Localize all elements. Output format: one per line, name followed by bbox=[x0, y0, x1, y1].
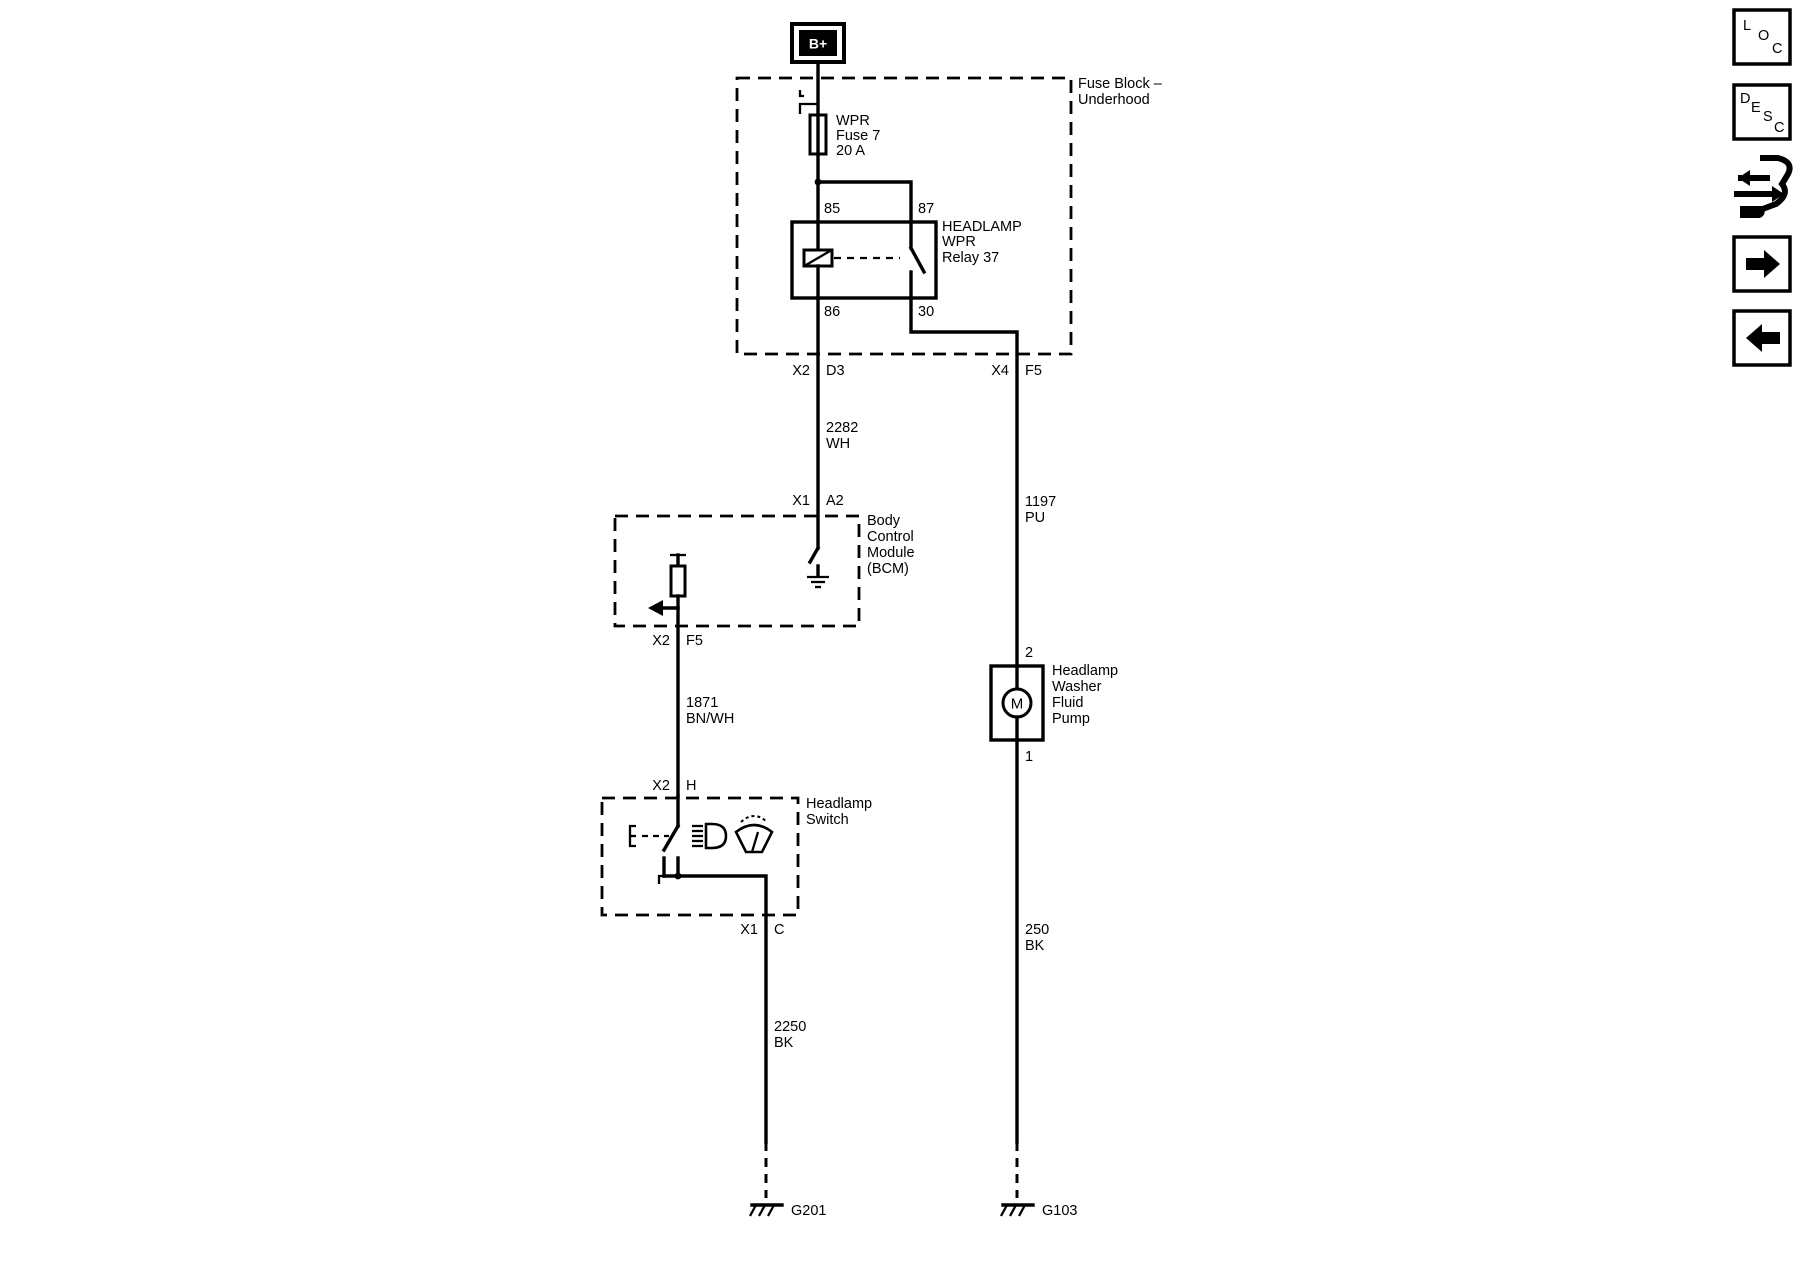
fuse-block-title-2: Underhood bbox=[1078, 92, 1150, 108]
wire-1871-circuit: 1871 bbox=[686, 695, 718, 711]
svg-text:E: E bbox=[1751, 100, 1761, 116]
wire-250-circuit: 250 bbox=[1025, 922, 1049, 938]
switch-conn-x2: X2 bbox=[652, 778, 670, 794]
switch-conn-x1: X1 bbox=[740, 922, 758, 938]
relay-pin-30: 30 bbox=[918, 304, 934, 320]
bcm-label-2: Control bbox=[867, 529, 914, 545]
next-page-button[interactable] bbox=[1732, 235, 1792, 293]
switch-pin-h: H bbox=[686, 778, 696, 794]
svg-text:C: C bbox=[1772, 41, 1782, 57]
headlamp-beam-icon bbox=[692, 822, 728, 850]
svg-text:L: L bbox=[1743, 18, 1751, 34]
fuse-block-pin-d3: D3 bbox=[826, 363, 845, 379]
connector-tool-button[interactable] bbox=[1734, 155, 1793, 218]
wire-2282-color: WH bbox=[826, 436, 850, 452]
svg-text:C: C bbox=[1774, 120, 1784, 136]
loc-button[interactable]: L O C bbox=[1732, 8, 1792, 66]
pump-label-4: Pump bbox=[1052, 711, 1090, 727]
relay-label-3: Relay 37 bbox=[942, 250, 999, 266]
fuse-block-boundary bbox=[735, 76, 1073, 356]
power-source-label: B+ bbox=[809, 36, 827, 52]
chassis-ground-g103-icon bbox=[999, 1203, 1035, 1217]
bcm-boundary bbox=[613, 514, 861, 628]
chassis-ground-g201-icon bbox=[748, 1203, 784, 1217]
partial-connector-tick-icon bbox=[798, 90, 804, 98]
switch-blade-icon bbox=[661, 823, 681, 853]
pump-pin-2: 2 bbox=[1025, 645, 1033, 661]
wire-relay30-to-pump bbox=[909, 296, 1019, 672]
relay-label-1: HEADLAMP bbox=[942, 219, 1022, 235]
relay-pin-86: 86 bbox=[824, 304, 840, 320]
wire-to-relay87 bbox=[816, 180, 913, 224]
svg-text:D: D bbox=[1740, 91, 1750, 107]
fuse-block-conn-x2: X2 bbox=[792, 363, 810, 379]
bcm-pin-a2: A2 bbox=[826, 493, 844, 509]
relay-coil-diagonal bbox=[805, 250, 831, 266]
wire-1197-color: PU bbox=[1025, 510, 1045, 526]
bcm-label-3: Module bbox=[867, 545, 915, 561]
bcm-input-arrow-icon bbox=[648, 600, 663, 616]
fuse-label-3: 20 A bbox=[836, 143, 865, 159]
switch-pin-c: C bbox=[774, 922, 784, 938]
fuse-label-2: Fuse 7 bbox=[836, 128, 880, 144]
battery-positive-source: B+ bbox=[790, 22, 846, 64]
relay-label-2: WPR bbox=[942, 234, 976, 250]
bcm-pullup-resistor-icon bbox=[669, 564, 687, 598]
svg-text:O: O bbox=[1758, 28, 1769, 44]
next-arrow-icon[interactable] bbox=[1746, 250, 1780, 278]
bcm-pin-f5: F5 bbox=[686, 633, 703, 649]
relay-pin-87: 87 bbox=[918, 201, 934, 217]
fuse-label-1: WPR bbox=[836, 113, 870, 129]
desc-icon[interactable]: D E S C bbox=[1740, 91, 1784, 136]
wire-2282-circuit: 2282 bbox=[826, 420, 858, 436]
bcm-conn-x1: X1 bbox=[792, 493, 810, 509]
prev-arrow-icon[interactable] bbox=[1746, 324, 1780, 352]
bcm-conn-x2: X2 bbox=[652, 633, 670, 649]
wire-250-color: BK bbox=[1025, 938, 1045, 954]
svg-text:S: S bbox=[1763, 109, 1773, 125]
partial-connector-icon bbox=[798, 102, 818, 114]
wire-2250-color: BK bbox=[774, 1035, 794, 1051]
desc-button[interactable]: D E S C bbox=[1732, 83, 1792, 141]
bcm-label-1: Body bbox=[867, 513, 901, 529]
fuse-block-title-1: Fuse Block – bbox=[1078, 76, 1163, 92]
motor-symbol: M bbox=[1011, 696, 1024, 713]
connector-tool-icon[interactable] bbox=[1734, 155, 1793, 218]
loc-icon[interactable]: L O C bbox=[1743, 18, 1782, 57]
wire-2250-circuit: 2250 bbox=[774, 1019, 806, 1035]
headlamp-switch-boundary bbox=[600, 796, 800, 917]
pump-label-2: Washer bbox=[1052, 679, 1102, 695]
wire-switch-to-ground bbox=[662, 874, 768, 1144]
previous-page-button[interactable] bbox=[1732, 309, 1792, 367]
bcm-switch-icon bbox=[807, 545, 821, 565]
wire-1871-color: BN/WH bbox=[686, 711, 734, 727]
relay-switch-blade-icon bbox=[908, 245, 927, 275]
pump-label-3: Fluid bbox=[1052, 695, 1083, 711]
switch-label-1: Headlamp bbox=[806, 796, 872, 812]
bcm-label-4: (BCM) bbox=[867, 561, 909, 577]
washer-spray-icon bbox=[734, 815, 774, 854]
bcm-ground-icon bbox=[807, 575, 829, 589]
fuse-block-pin-f5: F5 bbox=[1025, 363, 1042, 379]
ground-label-g201: G201 bbox=[791, 1203, 826, 1219]
pump-label-1: Headlamp bbox=[1052, 663, 1118, 679]
switch-label-2: Switch bbox=[806, 812, 849, 828]
relay-pin-85: 85 bbox=[824, 201, 840, 217]
ground-label-g103: G103 bbox=[1042, 1203, 1077, 1219]
pump-pin-1: 1 bbox=[1025, 749, 1033, 765]
fuse-block-conn-x4: X4 bbox=[991, 363, 1009, 379]
wire-1197-circuit: 1197 bbox=[1025, 494, 1056, 510]
